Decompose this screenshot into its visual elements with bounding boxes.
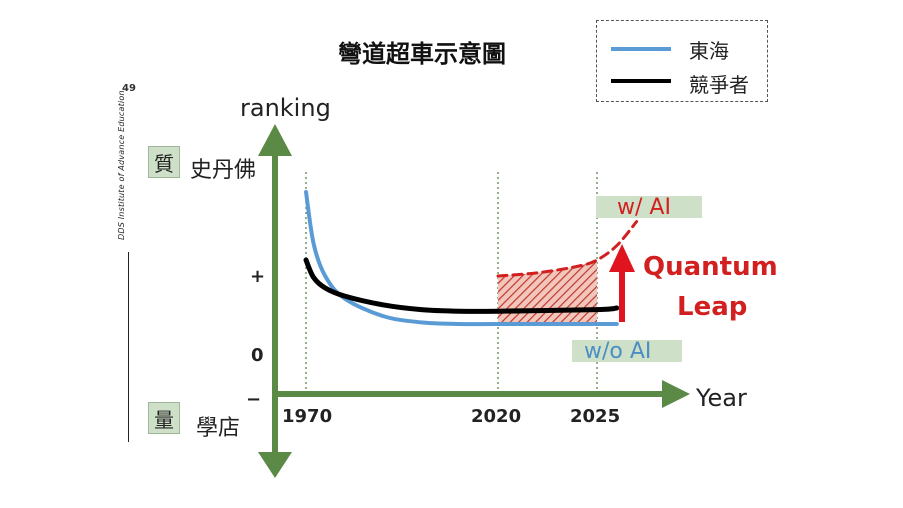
x-tick-1970: 1970 [282,406,333,427]
x-axis-arrow [662,380,690,408]
quantum-leap-arrow [609,244,635,322]
quantity-badge: 量 [148,402,180,434]
side-divider [128,252,129,442]
with-ai-label: w/ AI [617,195,671,220]
y-axis-arrow-up [258,124,292,156]
series-line-2 [496,220,639,278]
x-tick-2020: 2020 [471,406,522,427]
ai-gain-region [498,260,597,324]
chart-title: 彎道超車示意圖 [338,40,506,68]
x-axis-label: Year [696,384,747,412]
page-number: 49 [122,83,136,94]
without-ai-label: w/o AI [584,339,652,364]
quantum-label: Quantum [643,252,778,282]
series-line-0 [304,190,619,327]
without-ai-tag-bg [572,340,682,362]
y-tick-plus: + [250,266,266,287]
bottom-rank-text: 學店 [196,416,241,441]
leap-label: Leap [677,292,748,322]
y-axis-label: ranking [240,94,331,122]
y-tick-minus: − [246,389,262,410]
legend-label-competitor: 競爭者 [689,73,749,97]
with-ai-tag-bg [596,196,702,218]
quality-badge: 質 [148,146,180,178]
legend-swatch-competitor [611,79,671,83]
series-lines [303,190,639,327]
x-tick-2025: 2025 [570,406,621,427]
axes [258,124,690,478]
y-axis-arrow-down [258,452,292,478]
legend: 東海 競爭者 [596,20,768,102]
institute-note: DDS Institute of Advance Education [117,90,126,240]
legend-swatch-donghai [611,47,671,51]
top-rank-text: 史丹佛 [190,158,257,183]
series-line-1 [303,257,620,314]
leap-head [609,244,635,272]
legend-label-donghai: 東海 [689,39,729,63]
y-tick-zero: 0 [251,345,264,366]
